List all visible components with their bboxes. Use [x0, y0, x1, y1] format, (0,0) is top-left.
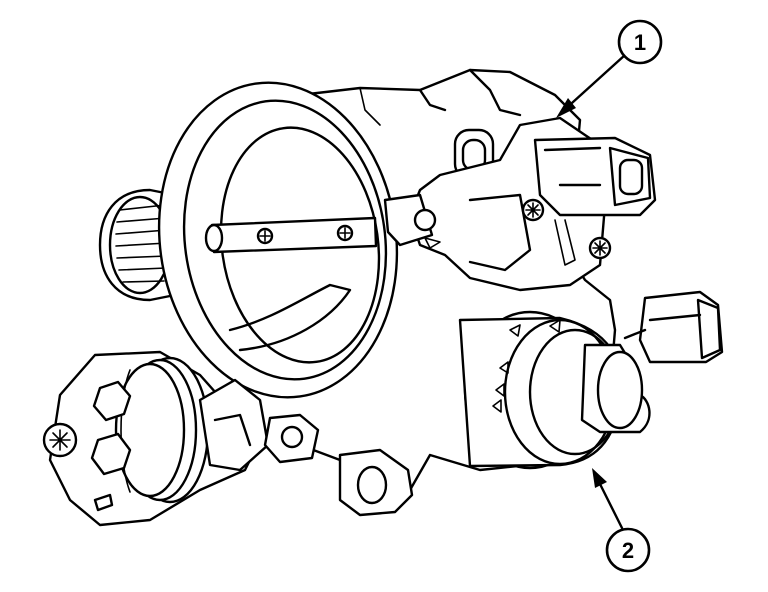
- callout-2-circle: [605, 527, 651, 573]
- lower-bracket: [42, 350, 270, 527]
- callout-1: 1: [556, 19, 663, 118]
- idle-pulley: [98, 188, 177, 302]
- callout-2-label: 2: [622, 538, 634, 563]
- mounting-ear: [263, 413, 414, 517]
- throttle-bore: [157, 81, 399, 399]
- callout-2: 2: [592, 468, 651, 573]
- callout-1-label: 1: [634, 30, 646, 55]
- callout-1-circle: [617, 19, 663, 65]
- throttle-position-sensor: [383, 116, 657, 292]
- idle-air-control-motor: [458, 290, 724, 470]
